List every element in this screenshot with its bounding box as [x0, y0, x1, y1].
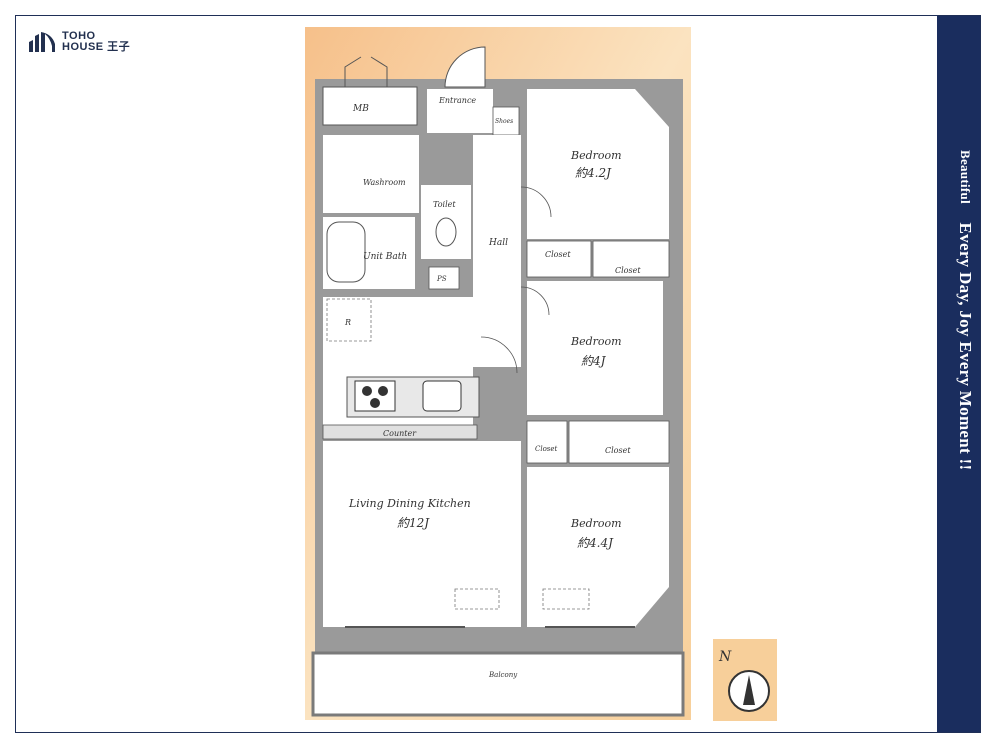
balcony	[311, 651, 685, 717]
counter-bar	[322, 424, 478, 440]
label-unit-bath: Unit Bath	[363, 252, 407, 262]
closet-4	[568, 420, 670, 464]
tagline-band	[937, 16, 980, 732]
closet-2	[592, 240, 670, 278]
label-closet-3: Closet	[535, 445, 558, 453]
bathtub	[326, 221, 366, 283]
label-hall: Hall	[488, 238, 508, 248]
sink-icon	[422, 380, 462, 412]
label-toilet: Toilet	[433, 200, 456, 209]
label-bedroom-3: Bedroom	[570, 517, 622, 530]
label-shoes: Shoes	[495, 118, 513, 125]
label-bedroom-1: Bedroom	[570, 149, 622, 162]
label-bedroom-2-size: 約4J	[581, 354, 607, 368]
ac-unit-2	[542, 588, 590, 610]
room-hall	[473, 135, 521, 367]
toilet-icon	[435, 217, 457, 247]
mb-doors	[344, 56, 388, 87]
label-washroom: Washroom	[363, 178, 406, 187]
floor-plan: MB Entrance Shoes Washroom Toilet Unit B…	[305, 27, 691, 720]
label-ldk: Living Dining Kitchen	[348, 497, 471, 510]
label-closet-2: Closet	[615, 266, 641, 275]
label-balcony: Balcony	[488, 671, 518, 679]
tagline-part2: Every Day, Joy Every Moment !!	[956, 222, 975, 471]
label-bedroom-2: Bedroom	[570, 335, 622, 348]
compass-north-label: N	[718, 649, 732, 665]
shoes-cabinet	[492, 106, 520, 136]
label-closet-1: Closet	[545, 250, 571, 259]
room-bedroom-2	[527, 281, 663, 415]
label-closet-4: Closet	[605, 446, 631, 455]
room-bedroom-1	[527, 89, 669, 239]
brand-name: TOHO HOUSE 王子	[62, 30, 131, 53]
entrance-door	[444, 46, 486, 88]
label-ps: PS	[436, 275, 447, 283]
room-ldk	[323, 441, 521, 627]
logo-mark-icon	[29, 32, 55, 52]
room-bedroom-3	[527, 467, 669, 627]
ac-unit	[454, 588, 500, 610]
label-entrance: Entrance	[438, 96, 476, 105]
north-compass: N	[713, 639, 777, 721]
compass-arrow-icon	[743, 675, 755, 705]
ps-shaft	[428, 266, 460, 290]
refrigerator-space	[326, 298, 372, 342]
tagline: Beautiful Every Day, Joy Every Moment !!	[943, 150, 975, 600]
label-bedroom-1-size: 約4.2J	[575, 166, 612, 180]
closet-3	[526, 420, 568, 464]
room-mb	[322, 86, 418, 126]
room-entrance	[427, 89, 493, 133]
label-r: R	[344, 318, 351, 327]
brand-logo: TOHO HOUSE 王子	[26, 30, 130, 54]
tagline-part1: Beautiful	[958, 150, 973, 204]
label-mb: MB	[352, 104, 369, 114]
label-bedroom-3-size: 約4.4J	[577, 536, 614, 550]
label-counter: Counter	[383, 429, 417, 438]
room-washroom	[323, 135, 419, 213]
label-ldk-size: 約12J	[397, 516, 430, 530]
closet-1	[526, 240, 592, 278]
